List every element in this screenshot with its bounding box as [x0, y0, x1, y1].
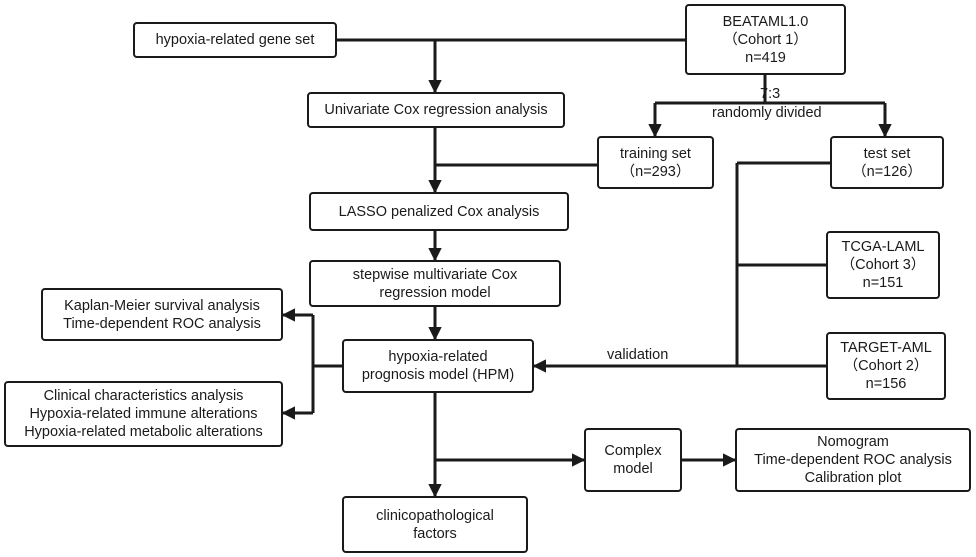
node-line: stepwise multivariate Cox [352, 266, 518, 283]
node-line: Hypoxia-related immune alterations [29, 406, 258, 422]
node-line: BEATAML1.0 [722, 13, 809, 30]
node-line: n=151 [862, 275, 904, 291]
node-lasso-cox: LASSO penalized Cox analysis [309, 192, 569, 231]
node-stepwise-cox: stepwise multivariate Cox regression mod… [309, 260, 561, 307]
node-nomogram: Nomogram Time-dependent ROC analysis Cal… [735, 428, 971, 492]
node-test-set: test set （n=126） [830, 136, 944, 189]
node-line: Nomogram [817, 434, 889, 450]
node-line: Hypoxia-related metabolic alterations [24, 424, 263, 440]
node-line: LASSO penalized Cox analysis [338, 203, 540, 220]
node-line: model [613, 461, 653, 477]
node-line: n=419 [745, 49, 786, 66]
node-line: Time-dependent ROC analysis [754, 452, 952, 468]
node-line: （Cohort 2） [843, 358, 929, 374]
node-line: Univariate Cox regression analysis [324, 102, 548, 118]
node-line: TARGET-AML [840, 340, 932, 356]
node-line: （n=126） [852, 163, 922, 180]
node-line: （n=293） [620, 163, 691, 180]
node-kaplan-meier: Kaplan-Meier survival analysis Time-depe… [41, 288, 283, 341]
node-line: clinicopathological [376, 507, 494, 524]
label-randomly-divided: randomly divided [712, 105, 822, 121]
node-line: prognosis model (HPM) [361, 367, 515, 383]
node-training-set: training set （n=293） [597, 136, 714, 189]
node-clinical-characteristics: Clinical characteristics analysis Hypoxi… [4, 381, 283, 447]
node-line: Time-dependent ROC analysis [63, 315, 261, 332]
node-tcga-laml: TCGA-LAML （Cohort 3） n=151 [826, 231, 940, 299]
node-line: factors [413, 525, 457, 542]
node-line: Calibration plot [804, 470, 902, 486]
node-clinicopathological-factors: clinicopathological factors [342, 496, 528, 553]
node-univariate-cox: Univariate Cox regression analysis [307, 92, 565, 128]
node-line: regression model [379, 284, 491, 301]
label-validation: validation [607, 347, 669, 363]
node-line: （Cohort 1） [723, 31, 808, 48]
node-line: （Cohort 3） [840, 257, 926, 273]
node-hypoxia-gene-set: hypoxia-related gene set [133, 22, 337, 58]
node-line: hypoxia-related gene set [155, 32, 315, 48]
node-line: TCGA-LAML [841, 239, 925, 255]
node-beataml: BEATAML1.0 （Cohort 1） n=419 [685, 4, 846, 75]
node-line: Clinical characteristics analysis [43, 388, 244, 404]
node-hypoxia-prognosis-model: hypoxia-related prognosis model (HPM) [342, 339, 534, 393]
node-line: Complex [604, 443, 662, 459]
node-line: Kaplan-Meier survival analysis [64, 297, 260, 314]
node-complex-model: Complex model [584, 428, 682, 492]
node-line: hypoxia-related [388, 349, 488, 365]
node-line: n=156 [865, 376, 907, 392]
node-target-aml: TARGET-AML （Cohort 2） n=156 [826, 332, 946, 400]
label-ratio: 7:3 [760, 86, 781, 102]
node-line: training set [620, 145, 691, 162]
node-line: test set [863, 145, 911, 162]
